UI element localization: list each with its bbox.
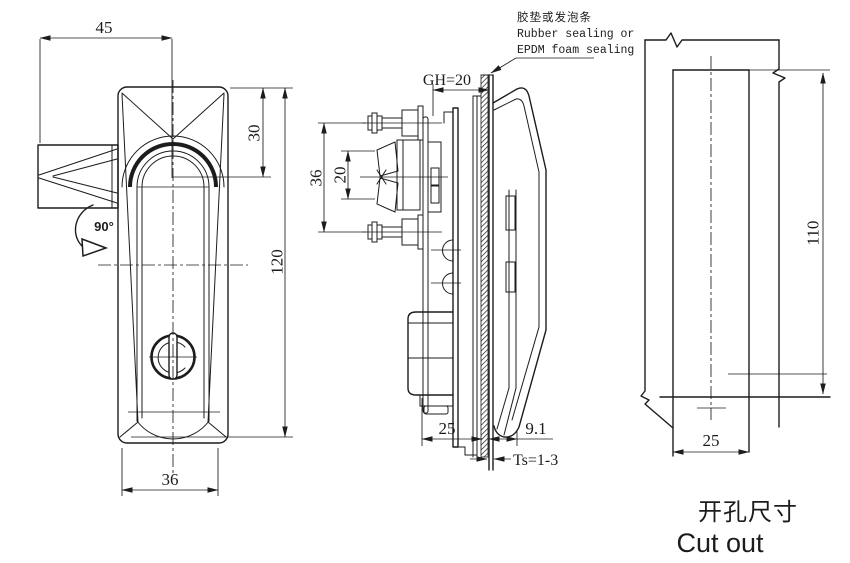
rotation-angle-label: 90° [94,219,114,234]
panel-outline [640,32,786,429]
dim-9-1: 9.1 [488,419,553,446]
dim-36-side: 36 [307,122,366,233]
escutcheon-chamfer-lines [119,92,227,438]
seal-annotation: 胶垫或发泡条 Rubber sealing or EPDM foam seali… [490,10,634,74]
dim-45: 45 [39,18,173,178]
rotation-arrowhead [81,237,109,258]
dim-36-front: 36 [121,448,219,496]
dim-25-cutout: 25 [672,431,750,455]
mounting-stud-bottom [362,214,442,250]
cutout-caption-en: Cut out [676,528,764,558]
dim-ts-label: Ts=1-3 [513,452,558,469]
dim-20-side-label: 20 [331,167,350,184]
dim-110: 110 [804,72,826,395]
dim-120: 120 [131,87,293,438]
lock-case [407,311,454,415]
dim-45-label: 45 [96,18,113,37]
rotation-arrow [74,204,109,258]
dim-25-side-label: 25 [439,419,456,438]
dim-9-1-label: 9.1 [525,419,546,438]
dim-20-side: 20 [331,150,375,200]
seal-note-en1: Rubber sealing or [517,28,634,41]
mounting-stud-top [362,105,442,141]
seal-note-en2: EPDM foam sealing [517,44,634,57]
dim-ts: Ts=1-3 [470,452,558,469]
dim-25-side: 25 [421,398,483,446]
front-centerlines [98,80,248,473]
rivet-domes [431,239,461,295]
dim-36-front-label: 36 [162,470,179,489]
cutout-caption-zh: 开孔尺寸 [698,498,798,526]
dim-25-cutout-label: 25 [703,431,720,450]
leader-arrow [490,57,517,74]
dim-gh20-label: GH=20 [423,72,471,89]
seal-note-zh: 胶垫或发泡条 [517,10,592,24]
cutout-hole [659,56,831,457]
handle-profile [492,87,547,438]
dim-120-label: 120 [268,249,287,275]
dim-110-label: 110 [804,221,823,246]
dim-30: 30 [173,87,293,178]
seal-strip [480,74,489,458]
dim-36-side-label: 36 [307,170,326,187]
dim-gh20: GH=20 [423,72,490,116]
door-sheet [480,74,494,471]
front-view: 90° 45 30 120 [37,18,293,496]
dim-30-label: 30 [245,125,264,142]
wing-clamp [360,139,448,213]
cutout-view: 110 25 开孔尺寸 Cut out [640,32,831,558]
mounting-plate [422,95,482,458]
latch-cam-block [37,144,119,209]
side-view: GH=20 36 20 25 9.1 [307,10,634,471]
handle-grip-bars [136,186,210,440]
